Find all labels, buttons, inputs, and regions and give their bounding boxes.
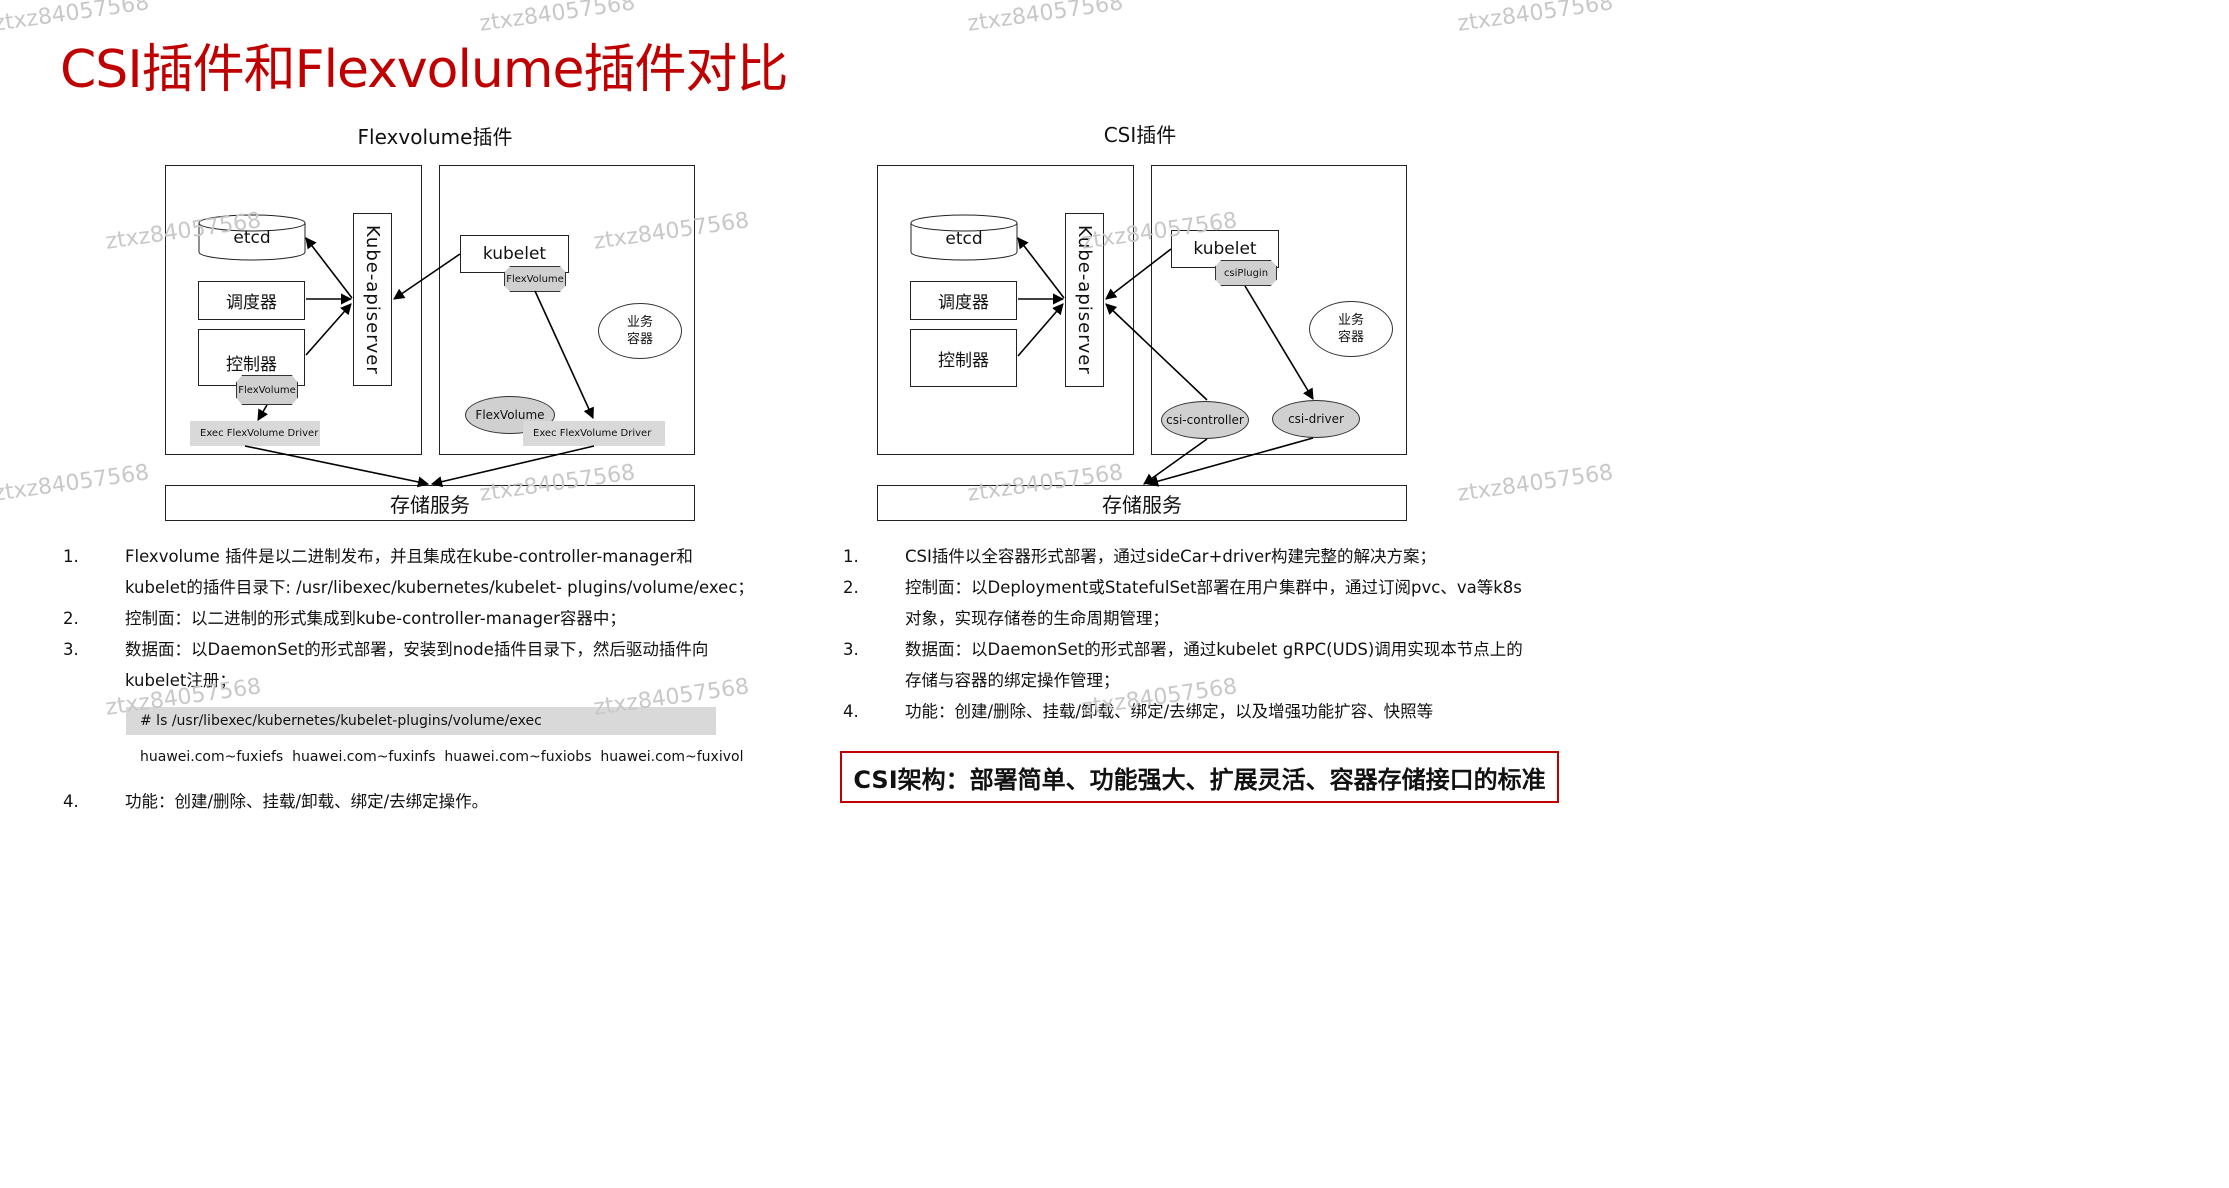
- csi-arrow-apiserver-etcd: [1017, 237, 1065, 299]
- csi-driver-ellipse: csi-driver: [1272, 400, 1360, 438]
- flex-list-item-1: 1. Flexvolume 插件是以二进制发布，并且集成在kube-contro…: [63, 541, 783, 603]
- csi-list-2-line-1: 控制面：以Deployment或StatefulSet部署在用户集群中，通过订阅…: [905, 578, 1522, 597]
- csi-list-num-1: 1.: [843, 547, 859, 566]
- csi-list-item-2: 2. 控制面：以Deployment或StatefulSet部署在用户集群中，通…: [843, 572, 1543, 634]
- flex-arrow-controller-apiserver: [305, 303, 352, 356]
- page-title: CSI插件和Flexvolume插件对比: [60, 40, 789, 100]
- csi-list-1-line-1: CSI插件以全容器形式部署，通过sideCar+driver构建完整的解决方案；: [905, 547, 1436, 566]
- csi-list-4-line-1: 功能：创建/删除、挂载/卸载、绑定/去绑定，以及增强功能扩容、快照等: [905, 702, 1434, 721]
- flex-apiserver-node: Kube-apiserver: [353, 213, 392, 386]
- flex-list-4-text: 功能：创建/删除、挂载/卸载、绑定/去绑定操作。: [125, 792, 489, 811]
- csi-list-3-line-2: 存储与容器的绑定操作管理；: [905, 671, 1120, 690]
- flex-storage-service: 存储服务: [165, 485, 695, 521]
- csi-kubelet-csiplugin-tag: csiPlugin: [1215, 260, 1277, 286]
- flex-control-plane-box: [165, 165, 422, 455]
- flex-arrow-exec-right-storage: [430, 445, 595, 488]
- csi-etcd-cylinder: [910, 214, 1018, 261]
- command-bar: # ls /usr/libexec/kubernetes/kubelet-plu…: [126, 707, 716, 735]
- flex-arrow-apiserver-etcd: [305, 237, 353, 299]
- csi-list-item-4: 4. 功能：创建/删除、挂载/卸载、绑定/去绑定，以及增强功能扩容、快照等: [843, 696, 1543, 727]
- flex-list-num-2: 2.: [63, 609, 79, 628]
- csi-arrow-plugin-driver: [1244, 285, 1314, 400]
- flex-node-box: [439, 165, 695, 455]
- flex-business-container: 业务容器: [598, 303, 682, 359]
- csi-apiserver-node: Kube-apiserver: [1065, 213, 1104, 387]
- flex-list-item-4: 4. 功能：创建/删除、挂载/卸载、绑定/去绑定操作。: [63, 786, 783, 817]
- flex-list-item-3: 3. 数据面：以DaemonSet的形式部署，安装到node插件目录下，然后驱动…: [63, 634, 783, 696]
- csi-section-title: CSI插件: [1103, 123, 1177, 147]
- csi-storage-service: 存储服务: [877, 485, 1407, 521]
- csi-description-list: 1. CSI插件以全容器形式部署，通过sideCar+driver构建完整的解决…: [843, 541, 1543, 727]
- flex-list-3-line-1: 数据面：以DaemonSet的形式部署，安装到node插件目录下，然后驱动插件向: [125, 640, 709, 659]
- csi-business-container: 业务容器: [1309, 301, 1393, 357]
- flex-exec-driver-right: Exec FlexVolume Driver: [523, 421, 665, 446]
- flex-business-line-1: 业务: [626, 315, 653, 330]
- csi-etcd-label: etcd: [945, 229, 983, 249]
- csi-list-item-3: 3. 数据面：以DaemonSet的形式部署，通过kubelet gRPC(UD…: [843, 634, 1543, 696]
- csi-control-plane-box: [877, 165, 1134, 455]
- flex-list-3-line-2: kubelet注册；: [125, 671, 236, 690]
- csi-node-box: [1151, 165, 1407, 455]
- flex-exec-driver-left: Exec FlexVolume Driver: [190, 421, 320, 446]
- flex-arrow-kubelet-exec-right: [534, 290, 594, 420]
- flex-list-num-3: 3.: [63, 640, 79, 659]
- csi-list-3-line-1: 数据面：以DaemonSet的形式部署，通过kubelet gRPC(UDS)调…: [905, 640, 1523, 659]
- csi-business-line-1: 业务: [1337, 313, 1364, 328]
- csi-list-num-3: 3.: [843, 640, 859, 659]
- csi-business-line-2: 容器: [1337, 330, 1364, 345]
- csi-arrow-controller-apiserver: [1017, 303, 1064, 357]
- flex-list-num-1: 1.: [63, 547, 79, 566]
- flex-list-num-4: 4.: [63, 792, 79, 811]
- csi-arrow-csicontroller-apiserver: [1105, 303, 1208, 401]
- flex-business-line-2: 容器: [626, 332, 653, 347]
- flex-controller-flexvolume-tag: FlexVolume: [236, 375, 298, 405]
- flex-section-title: Flexvolume插件: [357, 125, 513, 149]
- csi-arrow-driver-storage: [1146, 437, 1314, 487]
- flex-list-2-line-1: 控制面：以二进制的形式集成到kube-controller-manager容器中…: [125, 609, 626, 628]
- flex-scheduler-node: 调度器: [198, 281, 305, 320]
- csi-scheduler-node: 调度器: [910, 281, 1017, 320]
- command-output: huawei.com~fuxiefs huawei.com~fuxinfs hu…: [140, 749, 744, 765]
- diagram-arrows: [244, 237, 1314, 488]
- flex-description-list: 1. Flexvolume 插件是以二进制发布，并且集成在kube-contro…: [63, 541, 783, 696]
- flex-list-1-line-1: Flexvolume 插件是以二进制发布，并且集成在kube-controlle…: [125, 547, 693, 566]
- csi-arrow-csicontroller-storage: [1143, 438, 1208, 485]
- csi-controller-node: 控制器: [910, 329, 1017, 387]
- flex-etcd-label: etcd: [233, 228, 271, 248]
- csi-list-num-4: 4.: [843, 702, 859, 721]
- flex-arrow-kubelet-apiserver: [393, 253, 461, 300]
- flex-arrow-exec-left-storage: [244, 445, 430, 488]
- csi-controller-ellipse: csi-controller: [1161, 401, 1249, 439]
- flex-list-1-line-2: kubelet的插件目录下: /usr/libexec/kubernetes/k…: [125, 578, 754, 597]
- csi-list-item-1: 1. CSI插件以全容器形式部署，通过sideCar+driver构建完整的解决…: [843, 541, 1543, 572]
- csi-list-2-line-2: 对象，实现存储卷的生命周期管理；: [905, 609, 1169, 628]
- csi-summary-banner: CSI架构：部署简单、功能强大、扩展灵活、容器存储接口的标准: [840, 751, 1559, 803]
- csi-arrow-kubelet-apiserver: [1105, 248, 1172, 300]
- flex-list-item-2: 2. 控制面：以二进制的形式集成到kube-controller-manager…: [63, 603, 783, 634]
- csi-list-num-2: 2.: [843, 578, 859, 597]
- flex-etcd-cylinder: [198, 214, 306, 261]
- flex-arrow-tag-exec-left: [257, 404, 268, 421]
